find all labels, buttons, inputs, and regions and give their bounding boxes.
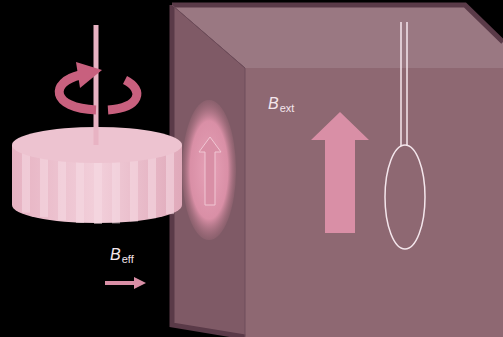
small-field-arrow: [199, 137, 221, 205]
beff-arrow-head: [134, 277, 146, 289]
rotation-arrow-head: [76, 62, 102, 88]
cube-edge: [172, 5, 245, 337]
cube-left: [172, 5, 245, 337]
field-symbol: B: [110, 246, 121, 263]
cube-front: [245, 68, 503, 337]
cube-edge: [245, 68, 246, 337]
field-subscript: eff: [122, 253, 134, 265]
disk-stripe: [40, 150, 48, 217]
induced-spot: [182, 100, 236, 240]
cube-edge: [172, 5, 245, 68]
disk-stripe: [166, 150, 174, 214]
pendulum-loop: [385, 145, 425, 249]
cube-edge: [172, 5, 503, 42]
field-symbol: B: [110, 247, 121, 263]
disk-stripe: [148, 150, 156, 218]
field-subscript: eff: [122, 254, 134, 265]
field-arrow: [311, 112, 369, 233]
field-symbol: B: [268, 96, 279, 112]
field-subscript: ext: [280, 102, 295, 114]
beff-arrow: [105, 281, 136, 285]
pendulum-wire: [406, 22, 408, 146]
rotation-arrow: [59, 75, 96, 110]
rotation-arrow: [108, 80, 137, 110]
pendulum-wire: [400, 22, 402, 146]
field-symbol: B: [268, 95, 279, 112]
disk-stripe: [22, 150, 30, 213]
axis: [94, 25, 99, 145]
field-subscript: ext: [280, 103, 295, 114]
